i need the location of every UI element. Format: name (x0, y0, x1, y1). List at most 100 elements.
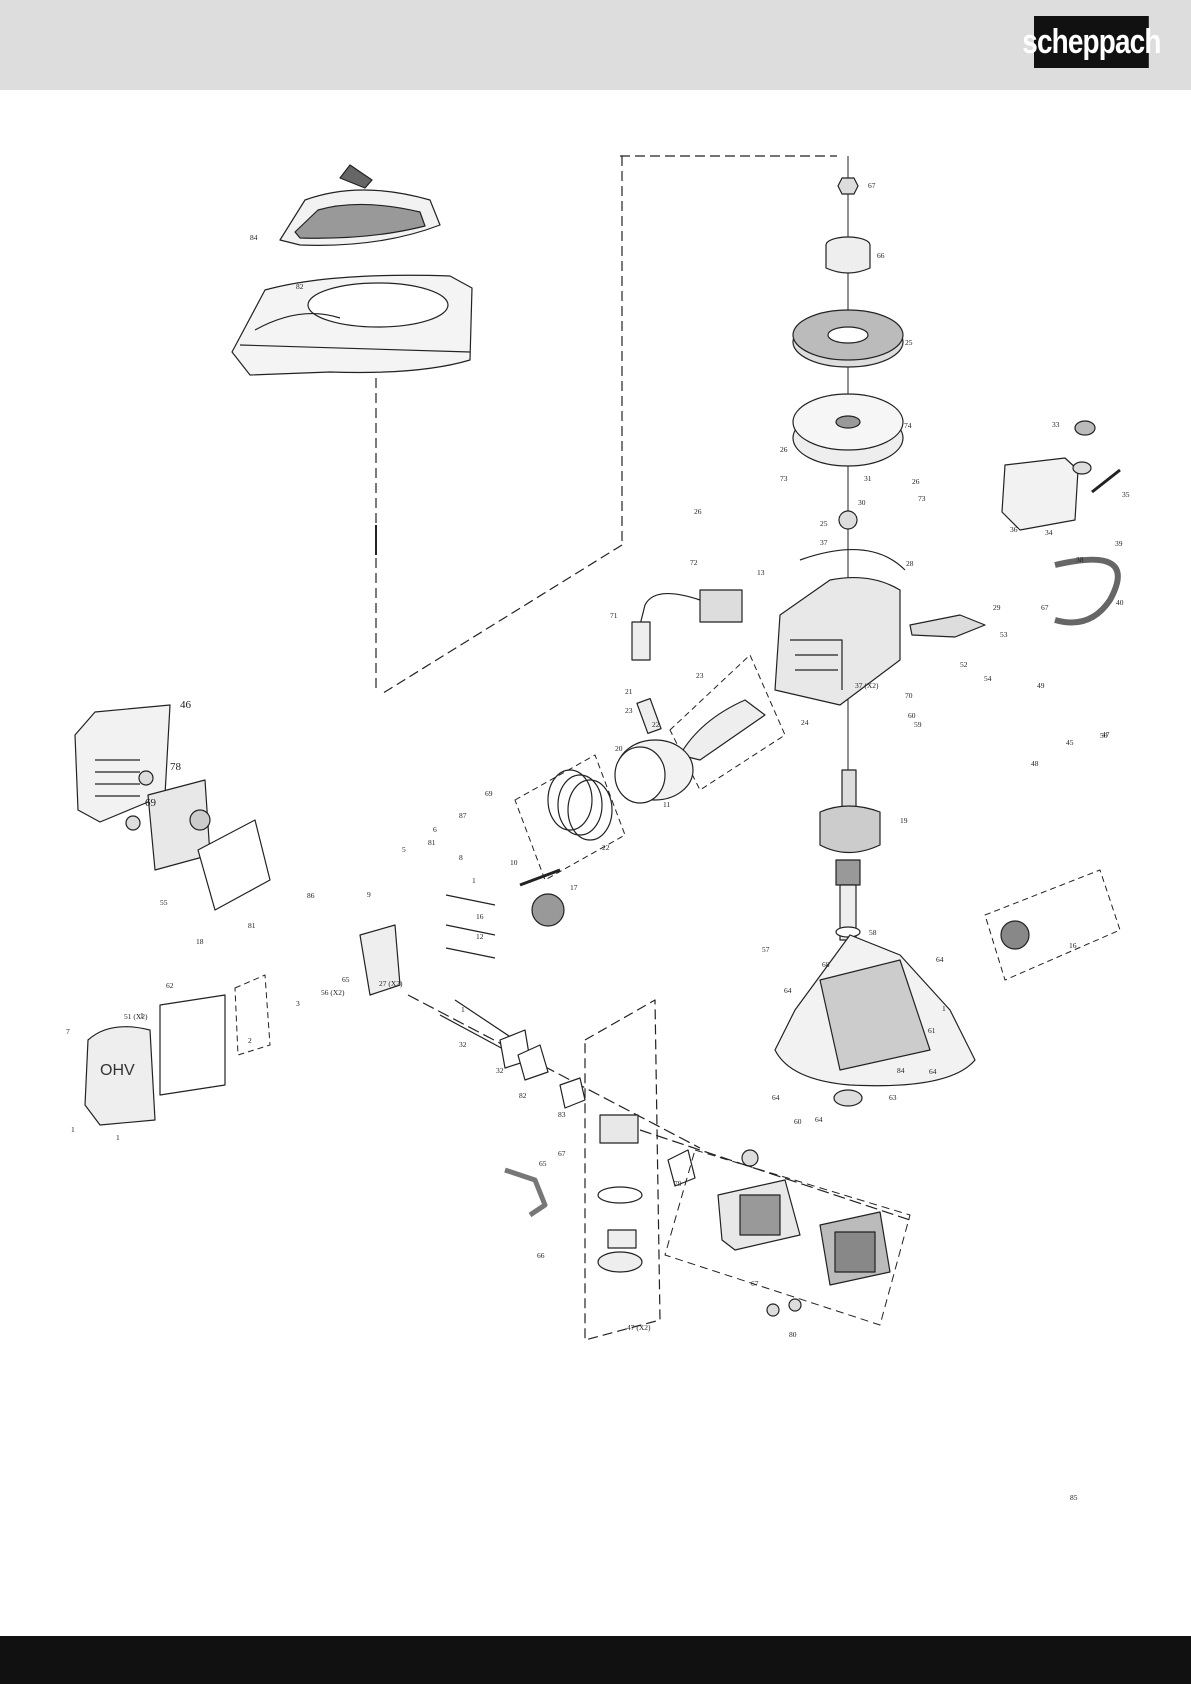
header-bar: scheppach (0, 0, 1191, 90)
part-number-label: 70 (905, 691, 913, 700)
part-number-label: 86 (307, 891, 315, 900)
part-number-label: 81 (428, 838, 436, 847)
part-number-label: 32 (496, 1066, 504, 1075)
part-number-label: 66 (877, 251, 885, 260)
part-number-label: 57 (762, 945, 770, 954)
flywheel-nut-part (837, 177, 859, 195)
carburetor-part (597, 1114, 643, 1273)
part-number-label: 82 (296, 282, 304, 291)
part-number-label: 60 (794, 1117, 802, 1126)
camshaft-gear-part (519, 868, 565, 927)
part-number-label: 27 (X2) (379, 979, 403, 988)
part-number-label: 52 (960, 660, 968, 669)
part-number-label: 29 (993, 603, 1001, 612)
part-number-label: 48 (1031, 759, 1039, 768)
part-number-label: 23 (625, 706, 633, 715)
part-number-label: 26 (780, 445, 788, 454)
part-number-label: 31 (864, 474, 872, 483)
part-number-label: 5 (402, 845, 406, 854)
part-number-label: 73 (780, 474, 788, 483)
part-number-label: 79 (674, 1179, 682, 1188)
part-number-label: 65 (342, 975, 350, 984)
part-number-label: 17 (570, 883, 578, 892)
part-number-label: 18 (196, 937, 204, 946)
part-number-label: 62 (166, 981, 174, 990)
air-filter-housing-part (717, 1179, 801, 1251)
part-number-label: 37 (820, 538, 828, 547)
blower-housing-part (231, 274, 473, 376)
part-number-label: 64 (929, 1067, 937, 1076)
muffler-shield-part (74, 704, 171, 823)
part-number-label: 2 (248, 1036, 252, 1045)
part-number-label: 55 (160, 898, 168, 907)
part-number-label: 30 (858, 498, 866, 507)
part-number-label: 1 (942, 1004, 946, 1013)
part-number-label: 9 (367, 890, 371, 899)
part-number-label: 64 (772, 1093, 780, 1102)
part-number-label: 38 (1076, 555, 1084, 564)
part-number-label: 64 (784, 986, 792, 995)
part-number-label: 59 (914, 720, 922, 729)
part-number-label: 51 (X2) (124, 1012, 148, 1021)
part-number-label: 12 (476, 932, 484, 941)
part-number-label: 13 (757, 568, 765, 577)
part-number-label: 46 (180, 699, 192, 711)
valve-cover-part: OHV (84, 1026, 156, 1126)
part-number-label: 40 (1116, 598, 1124, 607)
part-number-label: 33 (1052, 420, 1060, 429)
part-number-label: 84 (250, 233, 258, 242)
air-filter-element-part (819, 1211, 891, 1286)
engine-block-part (774, 549, 906, 706)
part-number-label: 65 (539, 1159, 547, 1168)
part-number-label: 85 (1070, 1493, 1078, 1502)
part-number-label: 49 (1037, 681, 1045, 690)
part-number-label: 71 (610, 611, 618, 620)
part-number-label: 67 (1041, 603, 1049, 612)
part-number-label: 84 (897, 1066, 905, 1075)
part-number-label: 1 (116, 1133, 120, 1142)
part-number-label: 1 (472, 876, 476, 885)
part-number-label: 63 (889, 1093, 897, 1102)
part-number-label: 36 (1010, 525, 1018, 534)
part-number-label: 69 (485, 789, 493, 798)
part-number-label: 87 (459, 811, 467, 820)
part-number-label: 45 (1066, 738, 1074, 747)
part-number-label: 72 (690, 558, 698, 567)
part-number-label: 35 (1122, 490, 1130, 499)
part-number-label: 69 (145, 797, 157, 809)
part-number-label: 28 (906, 559, 914, 568)
part-number-label: 61 (928, 1026, 936, 1035)
part-number-label: 21 (625, 687, 633, 696)
part-number-label: 64 (815, 1115, 823, 1124)
crankshaft-part (819, 769, 881, 941)
part-number-label: 1 (140, 1011, 144, 1020)
part-number-label: 34 (1045, 528, 1053, 537)
part-number-label: 26 (694, 507, 702, 516)
part-number-label: 22 (652, 720, 660, 729)
part-number-label: 11 (663, 800, 670, 809)
part-number-label: 58 (869, 928, 877, 937)
part-number-label: 81 (248, 921, 256, 930)
part-number-label: 20 (615, 744, 623, 753)
part-number-label: 7 (66, 1027, 70, 1036)
part-number-label: 39 (1115, 539, 1123, 548)
connecting-rod-part (679, 699, 766, 761)
part-number-label: 80 (789, 1330, 797, 1339)
part-number-label: 37 (X2) (855, 681, 879, 690)
fuel-tank-part (1001, 457, 1092, 531)
part-number-label: 26 (912, 477, 920, 486)
flywheel-part (792, 393, 904, 467)
fan-part (792, 309, 904, 368)
part-number-label: 82 (519, 1091, 527, 1100)
part-number-label: 66 (537, 1251, 545, 1260)
part-number-label: 74 (904, 421, 912, 430)
part-number-label: 60 (908, 711, 916, 720)
piston-rings-part (547, 769, 613, 841)
part-number-label: 54 (984, 674, 992, 683)
part-number-label: 23 (696, 671, 704, 680)
part-number-label: 16 (476, 912, 484, 921)
exploded-parts-diagram: OHV (66, 155, 1130, 1502)
piston-part (614, 739, 694, 804)
ignition-coil-part (631, 589, 743, 661)
footer-bar (0, 1636, 1191, 1684)
